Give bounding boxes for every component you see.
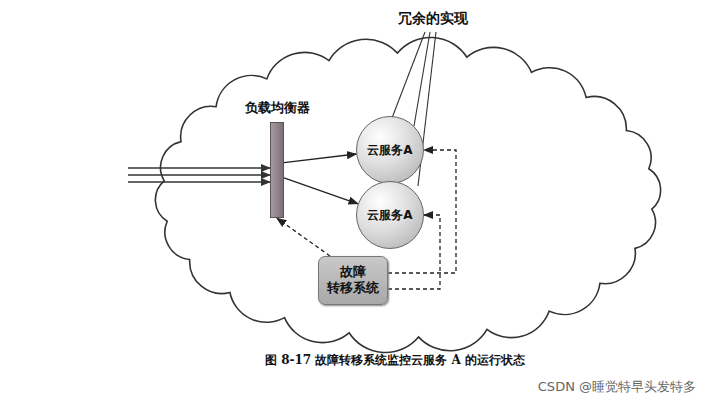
- failover-box: 故障 转移系统: [318, 256, 388, 305]
- traffic-arrow: [284, 154, 356, 163]
- leader-line: [392, 32, 425, 118]
- traffic-arrow: [284, 178, 358, 204]
- node-label: 故障 转移系统: [324, 264, 382, 297]
- balancer-bar: [270, 122, 284, 218]
- monitor-connector: [277, 218, 330, 256]
- node-label: 云服务A: [367, 143, 412, 158]
- input-arrow: [128, 174, 270, 175]
- input-arrow: [128, 181, 270, 182]
- callout-label: 冗余的实现: [398, 10, 468, 28]
- load-balancer: 负载均衡器: [243, 100, 312, 218]
- input-arrow: [128, 167, 270, 168]
- service-circle: 云服务A: [356, 181, 424, 249]
- node-label: 云服务A: [367, 208, 412, 223]
- service-circle: 云服务A: [356, 116, 424, 184]
- watermark: CSDN @睡觉特早头发特多: [538, 378, 696, 396]
- figure-caption: 图 8-17 故障转移系统监控云服务 A 的运行状态: [265, 352, 525, 369]
- node-label: 负载均衡器: [245, 100, 310, 116]
- leader-line: [414, 32, 430, 126]
- cloud-outline: [155, 37, 660, 352]
